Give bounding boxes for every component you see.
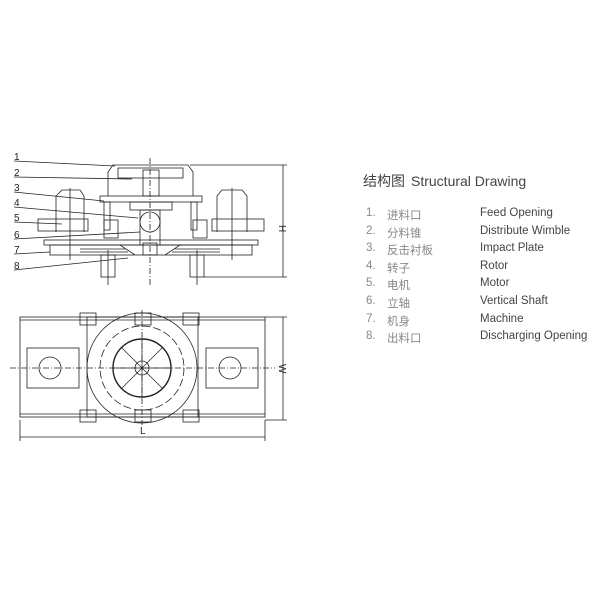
legend-title-en: Structural Drawing bbox=[411, 173, 527, 189]
item-number: 6. bbox=[366, 294, 376, 307]
item-number: 4. bbox=[366, 259, 376, 272]
item-cn: 电机 bbox=[387, 280, 410, 293]
item-number: 5. bbox=[366, 277, 376, 290]
callout-6: 6 bbox=[14, 230, 20, 241]
callout-1: 1 bbox=[14, 152, 20, 163]
plan-view: L W bbox=[10, 310, 287, 441]
item-number: 3. bbox=[366, 242, 376, 255]
item-en: Discharging Opening bbox=[480, 330, 588, 343]
item-number: 2. bbox=[366, 224, 376, 237]
dimension-h-label: H bbox=[276, 225, 287, 232]
callout-8: 8 bbox=[14, 261, 20, 272]
item-en: Distribute Wimble bbox=[480, 224, 571, 237]
callout-lines bbox=[13, 160, 141, 271]
item-cn: 转子 bbox=[387, 262, 410, 275]
item-cn: 反击衬板 bbox=[387, 245, 433, 258]
callout-7: 7 bbox=[14, 245, 20, 256]
legend-title: 结构图 Structural Drawing bbox=[363, 171, 532, 191]
item-number: 7. bbox=[366, 312, 376, 325]
item-cn: 立轴 bbox=[387, 297, 410, 310]
callout-2: 2 bbox=[14, 168, 20, 179]
item-en: Machine bbox=[480, 312, 524, 325]
item-number: 8. bbox=[366, 330, 376, 343]
callout-5: 5 bbox=[14, 213, 20, 224]
legend-title-cn: 结构图 bbox=[363, 173, 405, 189]
front-view: H 1 2 3 4 5 6 7 8 bbox=[13, 152, 287, 285]
item-cn: 分料锥 bbox=[387, 227, 422, 240]
item-en: Feed Opening bbox=[480, 207, 553, 219]
item-number: 1. bbox=[366, 207, 376, 219]
dimension-l-label: L bbox=[140, 426, 146, 437]
callout-4: 4 bbox=[14, 198, 20, 209]
callout-3: 3 bbox=[14, 183, 20, 194]
item-en: Impact Plate bbox=[480, 242, 544, 255]
item-cn: 进料口 bbox=[387, 210, 422, 222]
item-en: Motor bbox=[480, 277, 510, 290]
item-cn: 机身 bbox=[387, 315, 410, 328]
dimension-w-label: W bbox=[276, 364, 287, 374]
item-cn: 出料口 bbox=[387, 333, 422, 346]
item-en: Rotor bbox=[480, 259, 509, 272]
item-en: Vertical Shaft bbox=[480, 294, 548, 307]
